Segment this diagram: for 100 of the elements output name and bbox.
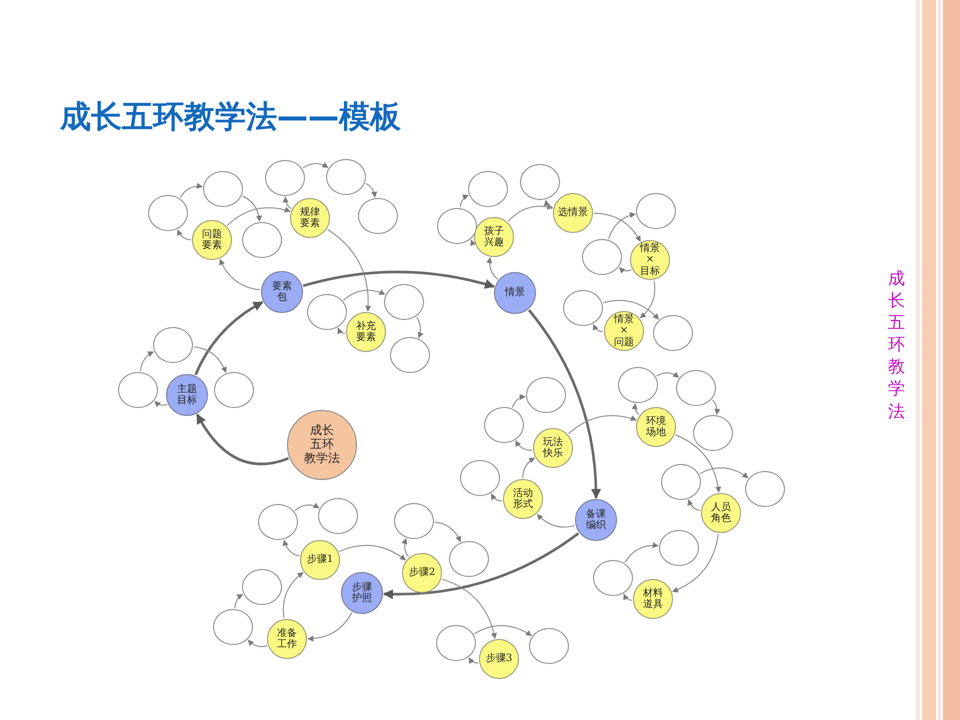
empty-circle-node — [659, 530, 699, 566]
node-label: 人员角色 — [711, 502, 731, 524]
arrow — [338, 328, 346, 334]
arrow — [640, 280, 656, 318]
arrow — [226, 207, 291, 226]
empty-circle-node — [242, 569, 282, 605]
hub-node — [575, 499, 617, 541]
node-label: 准备工作 — [277, 628, 297, 650]
empty-circle-node — [153, 327, 193, 363]
topic-node — [479, 639, 519, 679]
empty-circle-node — [693, 415, 733, 451]
topic-node — [630, 240, 670, 280]
node-label: 补充要素 — [356, 320, 376, 344]
main-cycle-arrow — [528, 309, 601, 499]
arrow — [522, 458, 536, 478]
node-label: 情景 — [505, 287, 525, 299]
empty-circle-node — [563, 290, 603, 326]
empty-circle-node — [593, 560, 633, 596]
empty-circle-node — [529, 628, 569, 664]
arrow — [712, 399, 720, 415]
topic-node — [604, 311, 644, 351]
arrow — [515, 440, 533, 451]
hub-node — [166, 374, 208, 416]
topic-node — [300, 540, 340, 580]
topic-node — [192, 220, 232, 260]
topic-node — [701, 493, 741, 533]
empty-circle-node — [460, 460, 500, 496]
empty-circle-node — [358, 198, 398, 234]
empty-circle-node — [384, 284, 424, 320]
arrow — [699, 467, 748, 478]
arrow — [338, 544, 406, 560]
node-label: 选情景 — [558, 207, 588, 219]
arrow — [140, 351, 154, 372]
arrow — [672, 533, 719, 592]
arrow — [307, 612, 352, 642]
topic-node — [503, 479, 543, 519]
empty-circle-node — [745, 471, 785, 507]
main-cycle-arrow — [383, 532, 580, 600]
empty-circle-node — [214, 372, 254, 408]
node-label: 情景×问题 — [614, 314, 634, 348]
vertical-side-text: 成长五环教学法 — [888, 268, 905, 423]
node-label: 步骤护照 — [352, 582, 372, 604]
arrow — [486, 257, 498, 280]
empty-circle-node — [618, 367, 658, 403]
arrow — [624, 542, 659, 563]
arrow — [602, 300, 659, 320]
arrow — [434, 522, 461, 542]
topic-node — [290, 198, 330, 238]
arrow — [248, 640, 268, 648]
arrow — [193, 346, 227, 374]
empty-circle-node — [636, 193, 676, 229]
node-label: 情景×目标 — [640, 242, 660, 278]
slide-title: 成长五环教学法——模板 — [60, 98, 401, 137]
node-label: 步骤1 — [306, 554, 334, 566]
arrow — [468, 657, 479, 664]
empty-circle-node — [213, 609, 253, 645]
arrow — [343, 290, 386, 301]
node-label: 规律要素 — [300, 206, 320, 230]
empty-circle-node — [582, 239, 622, 275]
empty-circle-node — [436, 625, 476, 661]
hub-node — [261, 271, 303, 313]
arrow — [294, 502, 320, 512]
main-cycle-arrow — [302, 270, 495, 289]
empty-circle-node — [394, 503, 434, 539]
node-label: 环境场地 — [646, 416, 666, 438]
arrow — [365, 182, 378, 198]
arrow — [568, 415, 637, 434]
empty-circle-node — [318, 498, 358, 534]
empty-circle-node — [676, 370, 716, 406]
node-label: 主题目标 — [177, 384, 197, 406]
arrow — [154, 400, 168, 408]
arrow — [442, 578, 497, 639]
main-cycle-arrow — [194, 301, 264, 376]
arrow — [402, 538, 410, 558]
empty-circle-node — [265, 160, 305, 196]
hub-node — [494, 272, 536, 314]
arrow — [544, 200, 553, 209]
empty-circle-node — [449, 541, 489, 577]
node-label: 问题要素 — [202, 228, 222, 252]
empty-circle-node — [118, 372, 158, 408]
topic-node — [474, 217, 514, 257]
topic-node — [346, 312, 386, 352]
arrow — [282, 196, 292, 209]
arrow — [594, 212, 641, 242]
arrow — [632, 403, 640, 416]
node-label: 成长五环教学法 — [304, 424, 340, 466]
arrow — [623, 594, 632, 601]
topic-node — [553, 193, 593, 233]
arrow — [470, 239, 476, 246]
main-cycle-arrow — [196, 414, 289, 466]
hub-node — [341, 572, 383, 614]
arrow — [592, 324, 604, 332]
arrow — [618, 267, 632, 274]
topic-node — [636, 407, 676, 447]
arrow — [282, 572, 304, 619]
arrow — [508, 204, 554, 222]
empty-circle-node — [468, 171, 508, 207]
empty-circle-node — [484, 407, 524, 443]
node-label: 备课编织 — [586, 508, 606, 532]
empty-circle-node — [326, 159, 366, 195]
